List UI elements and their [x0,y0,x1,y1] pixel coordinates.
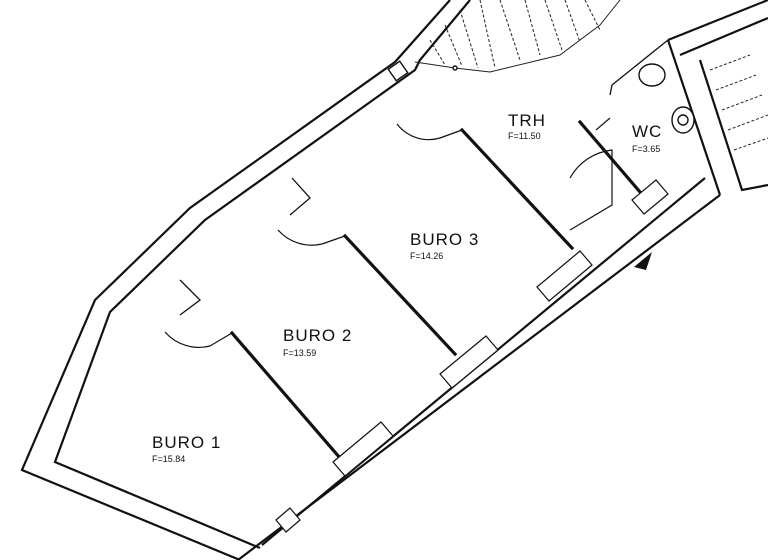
room-name-buro3: BURO 3 [410,230,479,249]
entrance-arrow-icon [634,252,652,270]
room-name-buro1: BURO 1 [152,433,221,452]
stair-step-2 [444,24,463,67]
stair-step-9 [584,0,601,31]
right-stair-4 [727,114,768,131]
windows [275,179,669,533]
stair-newel [452,65,458,71]
stair-step-4 [479,0,496,69]
stair-outline [414,0,621,73]
right-structure-wall-2 [679,16,768,57]
stair-step-8 [564,0,581,43]
right-structure-wall-4 [698,59,768,192]
outer-walls [20,0,768,560]
window-1 [332,421,394,477]
room-area-buro3: F=14.26 [410,251,443,261]
outer-wall-outer-line [20,0,451,560]
room-area-trh: F=11.50 [508,131,541,141]
door-wc [569,149,613,231]
stair-step-7 [544,0,563,51]
stair-step-6 [524,0,541,56]
room-name-trh: TRH [508,111,546,130]
wc-fixtures [638,63,695,134]
toilet-seat-icon [677,114,689,126]
room-name-buro2: BURO 2 [283,326,352,345]
outer-wall-inner-line [53,0,471,550]
wc-wall [611,39,669,86]
door-entry [595,117,611,131]
column-marker [387,60,409,82]
room-name-wc: WC [632,122,662,141]
doors [164,117,613,348]
corridor-wall-1 [179,279,201,316]
stair-step-5 [499,0,521,61]
window-2 [439,335,499,389]
partitions [179,39,669,461]
partition-trh-wc [577,119,643,195]
partition-buro3-trh [459,127,575,251]
stair-step-3 [459,9,479,69]
wc-wall-2 [609,84,613,96]
sink-icon [638,63,666,87]
right-stair-1 [709,54,751,71]
door-buro2 [277,229,346,246]
room-area-buro1: F=15.84 [152,454,185,464]
right-stair-5 [733,137,768,151]
window-3 [536,250,593,302]
window-5 [275,507,301,533]
right-structure-wall [667,0,768,42]
right-stair-3 [721,94,763,111]
room-area-buro2: F=13.59 [283,348,316,358]
partition-buro1-buro2 [229,330,343,461]
staircase [414,0,768,151]
room-area-wc: F=3.65 [632,144,660,154]
room-labels: BURO 1 F=15.84 BURO 2 F=13.59 BURO 3 F=1… [152,111,662,464]
right-stair-2 [715,74,757,91]
door-buro3 [396,123,463,141]
corridor-wall-2 [289,177,311,216]
partition-buro2-buro3 [342,233,458,357]
window-4 [631,179,669,215]
door-buro1 [164,331,233,348]
